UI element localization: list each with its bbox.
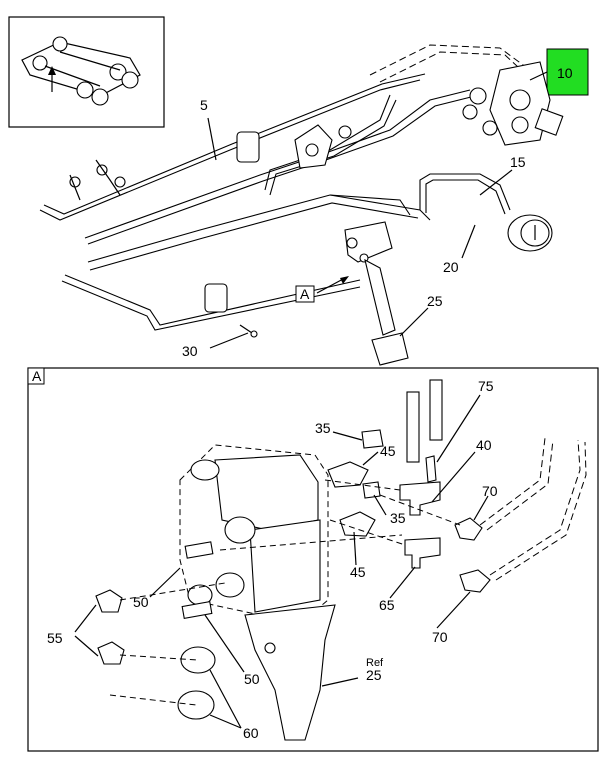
part-30-label: 30 <box>182 343 198 359</box>
part-50-label-a: 50 <box>133 594 149 610</box>
part-50-label-b: 50 <box>244 671 260 687</box>
part-35-label-b: 35 <box>390 510 406 526</box>
upper-leaders <box>207 71 548 349</box>
part-5-label: 5 <box>200 97 208 113</box>
detail-leaders <box>74 394 489 729</box>
part-40-label: 40 <box>476 437 492 453</box>
part-10-highlight <box>546 48 589 96</box>
part-10-label: 10 <box>557 65 573 81</box>
part-45-label-b: 45 <box>350 564 366 580</box>
part-20-label: 20 <box>443 259 459 275</box>
detail-view-a-tag <box>27 367 45 385</box>
view-a-marker-text: A <box>300 286 310 302</box>
part-25-label-top: 25 <box>427 293 443 309</box>
part-65-label: 65 <box>379 597 395 613</box>
foot-valve-detail <box>95 379 587 741</box>
part-45-label-a: 45 <box>380 443 396 459</box>
ref-label: Ref <box>366 657 384 669</box>
locator-inset <box>8 16 165 128</box>
air-line-assembly <box>39 44 564 366</box>
part-55-label: 55 <box>47 630 63 646</box>
detail-view-a-tag-text: A <box>32 368 42 384</box>
part-70-label-b: 70 <box>432 629 448 645</box>
part-70-label-a: 70 <box>482 483 498 499</box>
view-a-marker <box>295 285 315 303</box>
part-25-label-bottom: 25 <box>366 667 382 683</box>
part-35-label-a: 35 <box>315 420 331 436</box>
part-75-label: 75 <box>478 378 494 394</box>
part-15-label: 15 <box>510 154 526 170</box>
part-60-label: 60 <box>243 725 259 741</box>
